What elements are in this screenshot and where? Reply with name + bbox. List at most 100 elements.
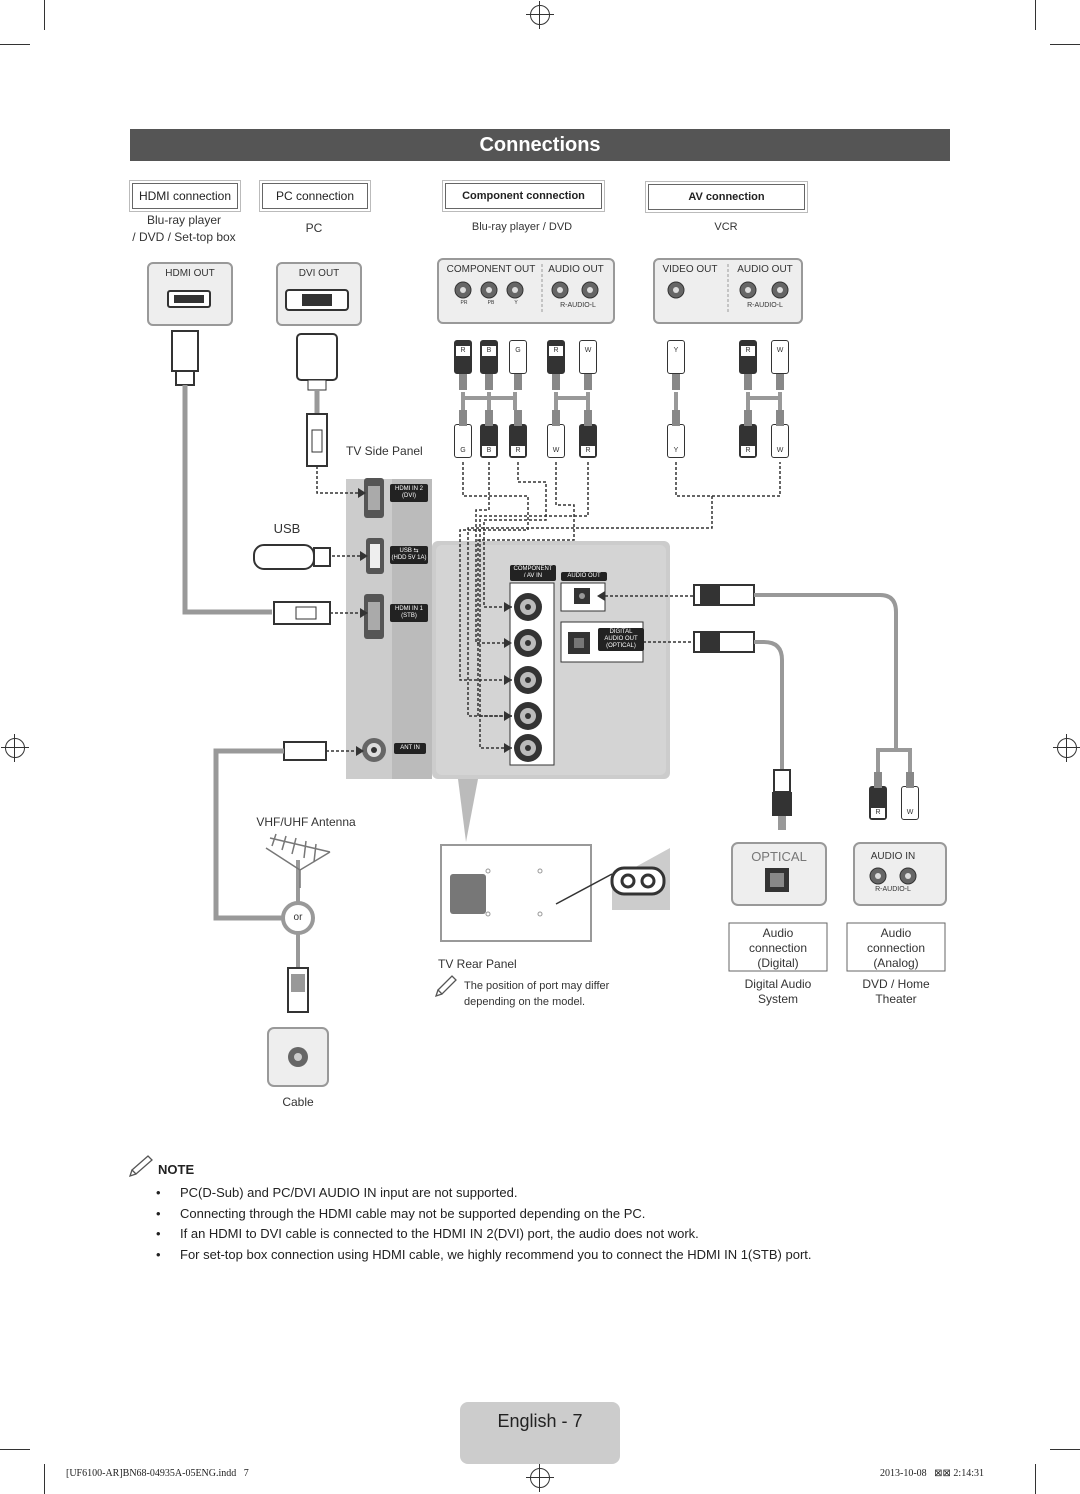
rca-plug-tip — [584, 374, 592, 390]
audio-in-port-label: AUDIO IN — [870, 851, 916, 862]
rca-plug: R — [579, 410, 597, 462]
home-theater-label: DVD / Home Theater — [862, 977, 930, 1006]
registration-mark-icon — [1, 734, 29, 762]
component-jack-y: Y — [514, 300, 518, 306]
registration-mark-icon — [526, 1, 554, 29]
rca-plug-letter: W — [773, 446, 787, 456]
crop-mark — [0, 1449, 30, 1450]
rca-plug-letter: Y — [669, 446, 683, 456]
rca-plug: W — [901, 772, 919, 824]
crop-mark — [44, 1464, 45, 1494]
rca-plug-tip — [459, 410, 467, 426]
av-connection-label: AV connection — [648, 184, 805, 210]
note-heading: NOTE — [130, 1162, 194, 1177]
rca-plug-letter: B — [482, 446, 496, 456]
rca-plug: R — [869, 772, 887, 824]
footer-file: [UF6100-AR]BN68-04935A-05ENG.indd 7 — [66, 1468, 249, 1479]
rca-plug-letter: R — [741, 346, 755, 356]
rca-plug-tip — [744, 374, 752, 390]
rca-plug-tip — [776, 410, 784, 426]
note-item: PC(D-Sub) and PC/DVI AUDIO IN input are … — [150, 1183, 950, 1204]
audio-out-tag: AUDIO OUT — [561, 572, 607, 581]
component-source-label: Blu-ray player / DVD — [471, 221, 573, 233]
rca-plug-tip — [552, 410, 560, 426]
audio-in-jacks-label: R-AUDIO-L — [875, 886, 911, 893]
note-item: If an HDMI to DVI cable is connected to … — [150, 1224, 950, 1245]
hdmi-connection-label: HDMI connection — [132, 183, 238, 209]
rca-plug-tip — [672, 410, 680, 426]
rca-plug-letter: B — [482, 346, 496, 356]
page-number-label: English - 7 — [460, 1402, 620, 1464]
usb-label: USB — [273, 521, 301, 536]
digital-audio-system-label: Digital Audio System — [744, 977, 812, 1006]
rca-plug: R — [454, 340, 472, 392]
crop-mark — [1050, 1449, 1080, 1450]
rca-plug: R — [509, 410, 527, 462]
crop-mark — [44, 0, 45, 30]
component-audio-jacks-label: R-AUDIO-L — [560, 302, 596, 309]
antenna-label: VHF/UHF Antenna — [256, 815, 356, 829]
rca-plug: R — [547, 340, 565, 392]
hdmi-source-label: Blu-ray player / DVD / Set-top box — [132, 213, 236, 244]
hdmi-in-1-port-tag: HDMI IN 1 (STB) — [390, 604, 428, 622]
component-av-in-tag: COMPONENT / AV IN — [510, 565, 556, 581]
dvi-out-label: DVI OUT — [298, 268, 340, 279]
rca-plug-letter: Y — [669, 346, 683, 356]
rca-plug: W — [771, 340, 789, 392]
rca-plug-letter: W — [549, 446, 563, 456]
rca-plug-letter: R — [741, 446, 755, 456]
note-item: For set-top box connection using HDMI ca… — [150, 1245, 950, 1266]
footer-date: 2013-10-08 ⊠⊠ 2:14:31 — [880, 1468, 984, 1479]
crop-mark — [1035, 1464, 1036, 1494]
rca-plug-tip — [514, 410, 522, 426]
pc-source-label: PC — [305, 221, 323, 235]
rca-plug-letter: R — [511, 446, 525, 456]
rca-plug-letter: R — [456, 346, 470, 356]
component-jack-pr: PR — [460, 300, 468, 306]
rca-plug: W — [547, 410, 565, 462]
rca-plug: Y — [667, 410, 685, 462]
rca-plug: G — [509, 340, 527, 392]
rca-plug-tip — [514, 374, 522, 390]
registration-mark-icon — [1053, 734, 1080, 762]
port-position-note: The position of port may differ dependin… — [464, 980, 610, 1008]
av-audio-out-label: AUDIO OUT — [737, 264, 793, 275]
digital-audio-box-label: Audio connection (Digital) — [748, 926, 808, 970]
digital-audio-out-tag: DIGITAL AUDIO OUT (OPTICAL) — [598, 628, 644, 651]
usb-port-tag: USB ⇆ (HDD 5V 1A) — [390, 546, 428, 564]
rca-plug: W — [579, 340, 597, 392]
rca-plug-tip — [485, 374, 493, 390]
rca-plug-tip — [459, 374, 467, 390]
rca-plug-letter: G — [511, 346, 525, 356]
ant-in-port-tag: ANT IN — [394, 743, 426, 754]
rca-plug: Y — [667, 340, 685, 392]
page-title: Connections — [130, 129, 950, 161]
rca-plug: W — [771, 410, 789, 462]
cable-label: Cable — [282, 1095, 314, 1109]
rca-plug: R — [739, 410, 757, 462]
tv-rear-panel-label: TV Rear Panel — [438, 957, 517, 971]
av-audio-jacks-label: R-AUDIO-L — [747, 302, 783, 309]
rca-plug-tip — [485, 410, 493, 426]
note-list: PC(D-Sub) and PC/DVI AUDIO IN input are … — [150, 1183, 950, 1265]
rca-plug-tip — [776, 374, 784, 390]
pc-connection-label: PC connection — [262, 183, 368, 209]
rca-plug: B — [480, 410, 498, 462]
tv-side-panel-label: TV Side Panel — [346, 444, 423, 458]
pencil-icon — [434, 975, 457, 998]
rca-plug-letter: G — [456, 446, 470, 456]
rca-plug-tip — [874, 772, 882, 788]
rca-plug: G — [454, 410, 472, 462]
av-source-label: VCR — [714, 221, 738, 233]
rca-plug: R — [739, 340, 757, 392]
rca-plug-letter: W — [581, 346, 595, 356]
rca-plug-tip — [744, 410, 752, 426]
rca-plug-tip — [552, 374, 560, 390]
analog-audio-box-label: Audio connection (Analog) — [866, 926, 926, 970]
rca-plug-letter: R — [581, 446, 595, 456]
component-out-label: COMPONENT OUT — [446, 264, 536, 275]
pencil-icon — [128, 1155, 153, 1178]
rca-plug-letter: W — [773, 346, 787, 356]
note-item: Connecting through the HDMI cable may no… — [150, 1204, 950, 1225]
